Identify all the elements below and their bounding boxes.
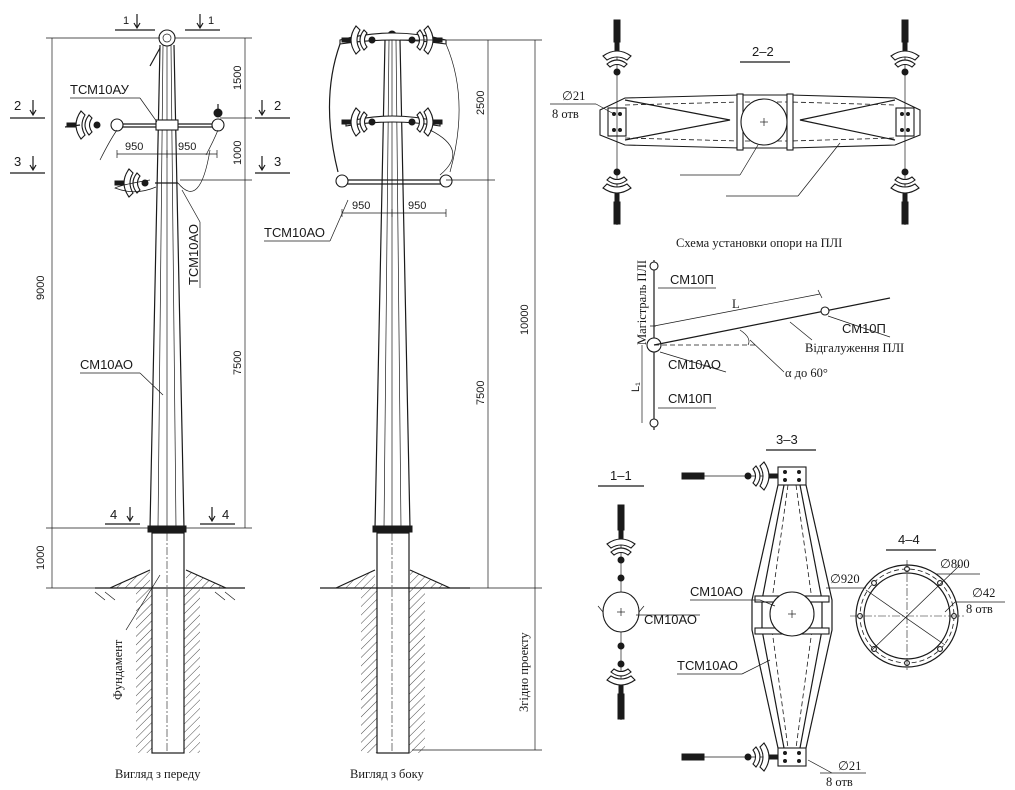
- install-label-sm10p-top: СМ10П: [670, 272, 714, 287]
- front-dim-total: 9000: [35, 276, 47, 300]
- install-scheme: Схема установки опори на ПЛІ Магістраль …: [630, 236, 904, 430]
- section-2-2-title: 2–2: [752, 44, 774, 59]
- section-3-3: 3–3 СМ10АО ТСМ10АО ∅21: [677, 432, 866, 789]
- front-dim-base: 1000: [35, 546, 47, 570]
- front-view-caption: Вигляд з переду: [115, 767, 201, 781]
- section-4-4-hole-count: 8 отв: [966, 602, 993, 616]
- section-mark-4-left: 4: [110, 507, 117, 522]
- install-branch-line: [653, 297, 891, 346]
- section-4-4-outer-diameter: ∅920: [830, 572, 860, 586]
- front-label-foundation: Фундамент: [111, 639, 125, 700]
- install-length-l: L: [732, 297, 740, 311]
- section-mark-2-left: 2: [14, 98, 21, 113]
- front-dim-left-arm: 950: [125, 141, 143, 153]
- section-2-2-hole-diameter: ∅21: [562, 89, 585, 103]
- section-4-4-inner-diameter: ∅800: [940, 557, 970, 571]
- front-label-tsm10au: ТСМ10АУ: [70, 82, 130, 97]
- section-1-1: 1–1 СМ10АО: [597, 468, 700, 720]
- section-mark-1-right: 1: [208, 15, 214, 27]
- install-label-branch: Відгалуження ПЛІ: [805, 341, 904, 355]
- section-mark-2-right: 2: [274, 98, 281, 113]
- section-2-2: 2–2 ∅21 8 отв: [550, 19, 921, 225]
- section-3-3-hole-diameter: ∅21: [838, 759, 861, 773]
- side-dim-shaft: 7500: [475, 381, 487, 405]
- front-pole-top-insulator: [158, 29, 176, 47]
- section-4-4-title: 4–4: [898, 532, 920, 547]
- install-label-sm10ao: СМ10АО: [668, 357, 721, 372]
- section-mark-4-right: 4: [222, 507, 229, 522]
- install-length-l1: L₁: [630, 382, 642, 392]
- front-view: 1 1 2 2 3 3 4 4: [10, 14, 290, 781]
- section-mark-3-right: 3: [274, 154, 281, 169]
- section-3-3-label-sm10ao: СМ10АО: [690, 584, 743, 599]
- side-view: 950 950 ТСМ10АО 2500 7500 10000 Згідно п: [264, 25, 542, 781]
- front-dim-shaft: 7500: [232, 351, 244, 375]
- section-3-3-hole-count: 8 отв: [826, 775, 853, 789]
- side-label-tsm10ao: ТСМ10АО: [264, 225, 325, 240]
- install-angle: α до 60°: [785, 366, 828, 380]
- side-label-per-project: Згідно проекту: [517, 632, 531, 712]
- section-mark-1-left: 1: [123, 15, 129, 27]
- section-3-3-label-tsm10ao: ТСМ10АО: [677, 658, 738, 673]
- section-2-2-hole-count: 8 отв: [552, 107, 579, 121]
- side-view-caption: Вигляд з боку: [350, 767, 425, 781]
- section-3-3-title: 3–3: [776, 432, 798, 447]
- section-1-1-title: 1–1: [610, 468, 632, 483]
- install-label-sm10p-bottom: СМ10П: [668, 391, 712, 406]
- section-mark-3-left: 3: [14, 154, 21, 169]
- section-1-1-label: СМ10АО: [644, 612, 697, 627]
- side-flange: [372, 525, 413, 533]
- section-4-4-hole-diameter: ∅42: [972, 586, 995, 600]
- front-dim-mid: 1000: [232, 141, 244, 165]
- side-dim-total: 10000: [519, 304, 531, 335]
- front-dim-right-arm: 950: [178, 141, 196, 153]
- install-main-line-label: Магістраль ПЛІ: [635, 260, 649, 345]
- install-scheme-title: Схема установки опори на ПЛІ: [676, 236, 842, 250]
- front-label-tsm10ao: ТСМ10АО: [186, 224, 201, 285]
- side-dim-right-arm: 950: [408, 200, 426, 212]
- side-pole-shaft: [374, 39, 411, 529]
- side-dim-top: 2500: [475, 91, 487, 115]
- front-foundation: [151, 532, 185, 754]
- front-dim-top: 1500: [232, 66, 244, 90]
- side-dim-left-arm: 950: [352, 200, 370, 212]
- front-flange: [147, 525, 187, 533]
- section-4-4: 4–4 ∅800 ∅920 ∅42 8 отв: [826, 532, 1005, 672]
- side-foundation: [376, 532, 410, 754]
- front-label-sm10ao: СМ10АО: [80, 357, 133, 372]
